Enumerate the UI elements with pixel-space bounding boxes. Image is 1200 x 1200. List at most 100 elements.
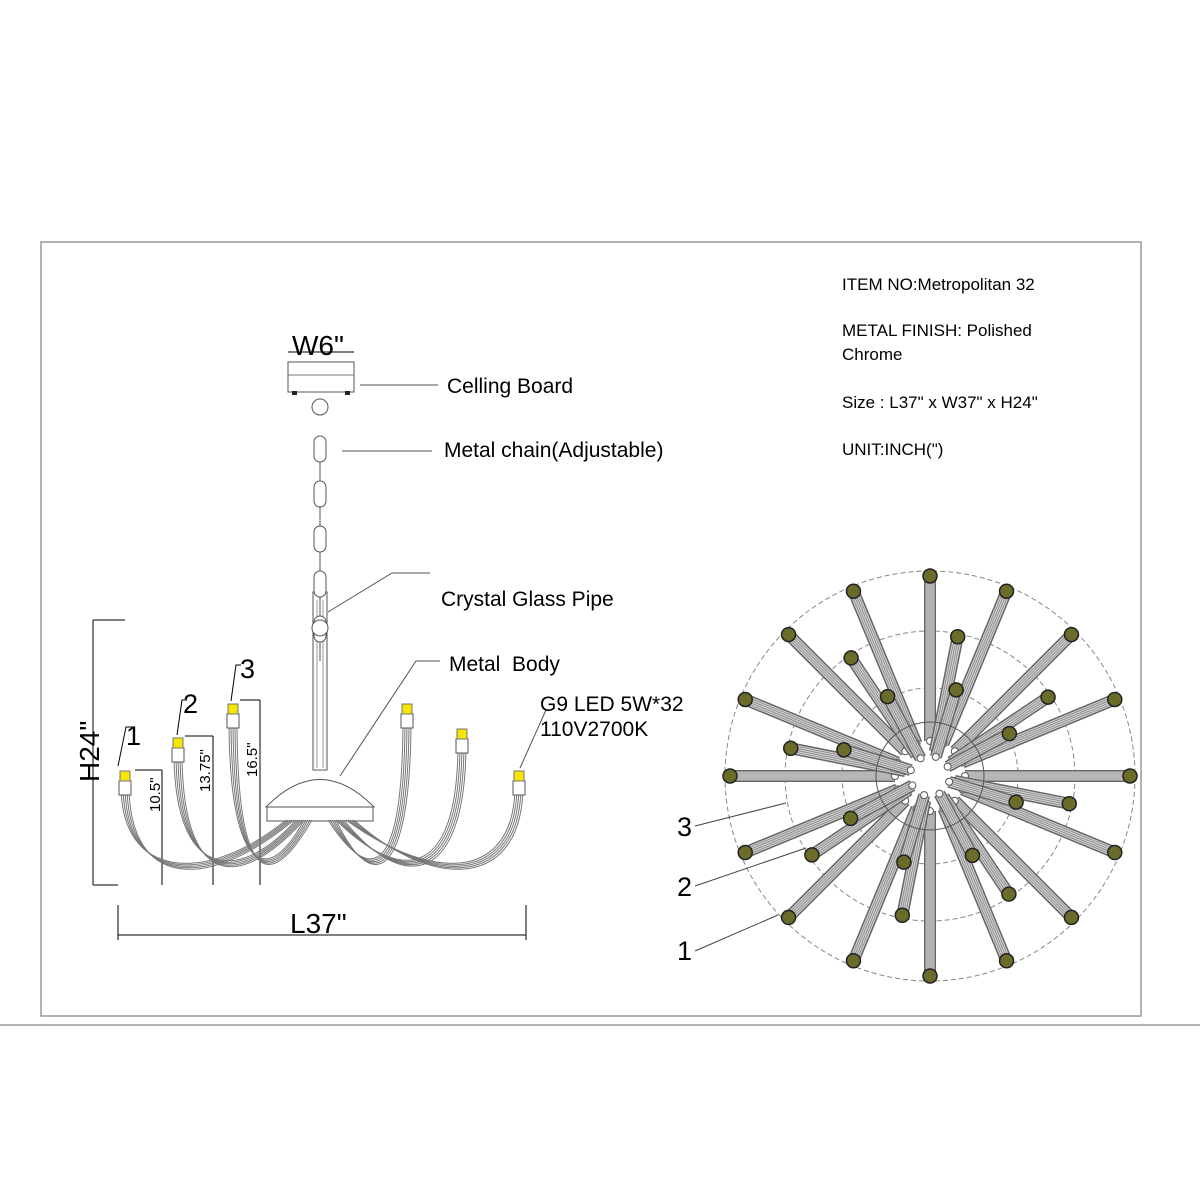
- arm: [345, 770, 526, 870]
- top-bulb-icon: [1040, 689, 1056, 705]
- top-bulb-icon: [780, 909, 797, 926]
- drawing-frame: [40, 241, 1142, 1017]
- lamp-socket: [118, 780, 132, 796]
- top-bulb-icon: [842, 810, 859, 827]
- top-tier-1: 1: [677, 936, 693, 966]
- bulb-icon: [227, 703, 239, 715]
- bulb-voltage-label: 110V2700K: [540, 718, 649, 741]
- top-arm: [896, 791, 930, 870]
- arm-socket: [943, 762, 952, 771]
- center-hub: [916, 762, 944, 790]
- top-bulb-icon: [1001, 725, 1018, 742]
- lamp-socket: [226, 713, 240, 729]
- top-arm: [950, 796, 1080, 926]
- top-arm: [943, 725, 1018, 772]
- top-bulb-icon: [879, 688, 896, 705]
- metal-body-leader: [339, 660, 440, 777]
- arm: [171, 737, 305, 868]
- top-arm: [958, 783, 1123, 861]
- metal-finish-value: Chrome: [842, 345, 903, 364]
- top-bulb-icon: [836, 742, 852, 758]
- tier3-height: 16.5": [244, 742, 261, 777]
- width-dimension: W6": [292, 330, 344, 361]
- top-bulb-icon: [949, 628, 966, 645]
- arm-socket: [908, 781, 917, 790]
- top-bulb-icon: [845, 953, 862, 969]
- chain-link: [313, 570, 327, 598]
- top-bulb-icon: [1063, 626, 1080, 643]
- canopy-outline: [875, 721, 985, 831]
- top-bulb-icon: [737, 691, 753, 708]
- chain-link: [313, 480, 327, 508]
- top-bulb-icon: [782, 740, 799, 757]
- top-bulb-icon: [998, 583, 1015, 599]
- unit-spec: UNIT:INCH("): [842, 440, 944, 459]
- top-arm: [836, 742, 915, 776]
- metal-body-label: Metal Body: [449, 653, 560, 676]
- top-bulb-icon: [894, 907, 911, 924]
- arm-socket: [920, 791, 929, 800]
- side-view: [92, 351, 547, 940]
- top-arm: [845, 804, 923, 969]
- top-bulb-icon: [922, 968, 938, 984]
- arm-socket: [935, 789, 944, 798]
- arm-socket: [916, 754, 925, 763]
- top-bulb-icon: [964, 847, 981, 864]
- top-arm: [842, 780, 917, 827]
- bulb-icon: [401, 703, 413, 715]
- top-bulb-icon: [1061, 795, 1078, 812]
- arm-socket: [906, 766, 915, 775]
- top-bulb-icon: [804, 847, 820, 863]
- chain-link: [313, 525, 327, 553]
- top-bulb-icon: [998, 953, 1015, 969]
- top-bulb-icon: [737, 844, 753, 861]
- top-bulb-icon: [1001, 886, 1017, 902]
- tier1-height: 10.5": [147, 777, 164, 812]
- top-arm: [922, 807, 938, 984]
- chain-link: [313, 435, 327, 463]
- metal-finish: METAL FINISH: Polished: [842, 321, 1032, 340]
- chain-ring: [311, 619, 329, 637]
- top-arm: [780, 796, 910, 926]
- arm-socket: [945, 777, 954, 786]
- top-arm: [722, 768, 899, 784]
- glass-pipe-leader: [327, 572, 430, 613]
- top-arm: [945, 776, 1024, 810]
- top-bulb-icon: [845, 583, 862, 599]
- arm-socket: [931, 752, 940, 761]
- top-bulb-icon: [1107, 691, 1123, 708]
- arm: [118, 770, 295, 870]
- bulb-icon: [456, 728, 468, 740]
- glass-pipe-label: Crystal Glass Pipe: [441, 588, 614, 611]
- top-arm: [934, 789, 981, 864]
- top-bulb-icon: [722, 768, 738, 784]
- height-dimension: H24": [74, 720, 105, 782]
- ceiling-board: [287, 361, 355, 393]
- top-tier-3: 3: [677, 812, 693, 842]
- top-bulb-icon: [1008, 794, 1024, 810]
- size-spec: Size : L37" x W37" x H24": [842, 393, 1038, 412]
- top-arm: [780, 626, 910, 756]
- metal-body: [264, 779, 376, 808]
- top-bulb-icon: [896, 854, 912, 870]
- top-bulb-icon: [1122, 768, 1138, 784]
- chain-label: Metal chain(Adjustable): [444, 439, 664, 462]
- top-arm: [930, 682, 964, 761]
- tier2-height: 13.75": [197, 749, 214, 792]
- length-dimension: L37": [290, 908, 347, 939]
- top-bulb-icon: [843, 650, 859, 666]
- item-number: ITEM NO:Metropolitan 32: [842, 275, 1035, 294]
- top-arm: [922, 568, 938, 745]
- top-tier-2: 2: [677, 872, 693, 902]
- bulb-icon: [513, 770, 525, 782]
- top-bulb-icon: [1107, 844, 1123, 861]
- bulb-icon: [172, 737, 184, 749]
- top-arm: [937, 583, 1015, 748]
- lamp-socket: [171, 747, 185, 763]
- side-tier-2: 2: [183, 689, 199, 719]
- top-arm: [879, 688, 926, 763]
- bulb-icon: [119, 770, 131, 782]
- lamp-socket: [455, 738, 469, 754]
- top-bulb-icon: [780, 626, 797, 643]
